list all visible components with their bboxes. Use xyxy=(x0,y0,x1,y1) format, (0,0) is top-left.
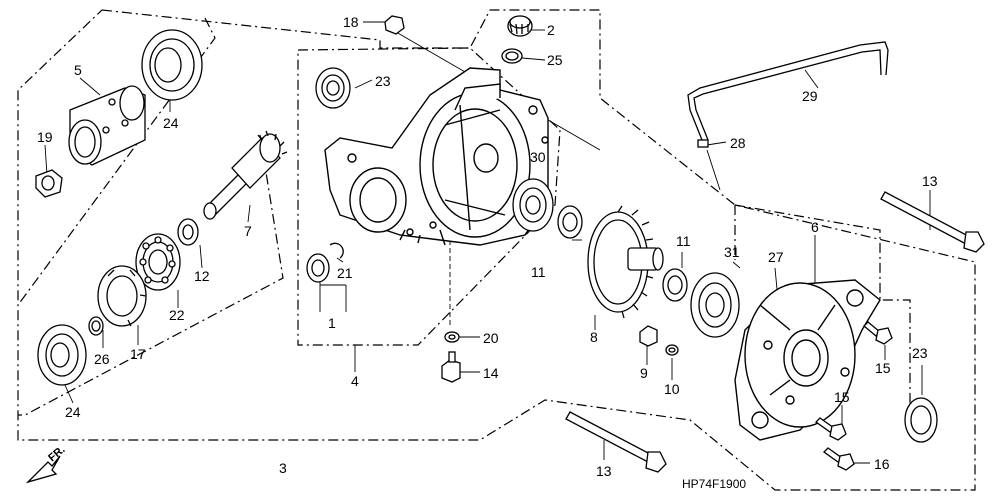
callout-24a: 24 xyxy=(163,115,179,131)
callout-23b: 23 xyxy=(912,345,928,361)
callout-4: 4 xyxy=(351,373,359,389)
part-filler-plug xyxy=(507,15,533,37)
part-shim xyxy=(177,218,199,246)
callout-19: 19 xyxy=(37,129,53,145)
part-long-bolt-top xyxy=(880,191,985,253)
part-o-ring xyxy=(88,316,104,336)
callout-27: 27 xyxy=(768,249,784,265)
callout-15a: 15 xyxy=(875,360,891,376)
callout-13b: 13 xyxy=(596,463,612,479)
callout-21: 21 xyxy=(337,265,353,281)
part-pinion-gear xyxy=(203,130,288,220)
case-subassembly-outline xyxy=(297,47,561,346)
callout-17: 17 xyxy=(130,346,146,362)
callout-9: 9 xyxy=(640,365,648,381)
part-sealing-washer xyxy=(501,48,523,64)
callout-16: 16 xyxy=(874,456,890,472)
front-direction-arrow: FR. xyxy=(25,444,68,484)
part-seal-right xyxy=(904,397,938,443)
part-drain-plug-and-washer xyxy=(639,325,679,356)
callout-26: 26 xyxy=(94,351,110,367)
callout-31: 31 xyxy=(724,244,740,260)
cover-subassembly-outline xyxy=(734,204,911,415)
callout-13a: 13 xyxy=(922,173,938,189)
callout-15b: 15 xyxy=(834,389,850,405)
callout-29: 29 xyxy=(802,88,818,104)
callout-10: 10 xyxy=(664,381,680,397)
part-flange-nut xyxy=(35,169,63,198)
callout-1: 1 xyxy=(328,315,336,331)
callout-8: 8 xyxy=(590,329,598,345)
part-dowel-and-clip xyxy=(306,242,344,283)
diagram-code: HP74F1900 xyxy=(682,477,746,491)
left-subassembly-outline xyxy=(17,17,284,416)
callout-14: 14 xyxy=(483,365,499,381)
part-bearing-cover xyxy=(690,272,740,338)
callout-23a: 23 xyxy=(375,73,391,89)
callout-22: 22 xyxy=(169,307,185,323)
part-seal-upper xyxy=(315,67,351,109)
part-cover-bolts xyxy=(814,321,893,471)
callout-18: 18 xyxy=(343,14,359,30)
callout-3: 3 xyxy=(279,460,287,476)
callout-5: 5 xyxy=(74,62,82,78)
callout-11b: 11 xyxy=(676,233,691,249)
callout-labels: 1 2 3 4 5 6 7 8 9 10 11 11 12 13 13 14 1… xyxy=(37,14,938,479)
part-oil-seal-bottom xyxy=(37,324,87,386)
callout-2: 2 xyxy=(547,22,555,38)
callout-7: 7 xyxy=(244,223,252,239)
part-breather-cap xyxy=(384,15,405,35)
callout-11a: 11 xyxy=(531,264,546,280)
part-long-bolt-bottom xyxy=(565,411,667,473)
callout-30: 30 xyxy=(530,149,546,165)
part-bearing-left xyxy=(135,233,181,291)
part-gear-case-cover xyxy=(734,279,881,441)
part-shim-pair xyxy=(557,205,688,302)
callout-20: 20 xyxy=(483,330,499,346)
callout-6: 6 xyxy=(811,219,819,235)
part-final-gear-case xyxy=(324,67,549,246)
part-oil-seal-top xyxy=(141,29,203,101)
part-lock-nut xyxy=(97,265,147,327)
part-flange-yoke xyxy=(68,85,146,166)
callout-25: 25 xyxy=(547,52,563,68)
front-direction-label: FR. xyxy=(46,444,67,465)
part-breather-tube xyxy=(687,41,889,148)
part-washer-and-bolt xyxy=(441,331,461,383)
callout-12: 12 xyxy=(194,268,210,284)
callout-24b: 24 xyxy=(65,404,81,420)
assembly-outline-group xyxy=(17,9,976,491)
part-ring-gear xyxy=(587,205,664,319)
callout-28: 28 xyxy=(730,135,746,151)
part-bearing-case xyxy=(512,178,554,232)
